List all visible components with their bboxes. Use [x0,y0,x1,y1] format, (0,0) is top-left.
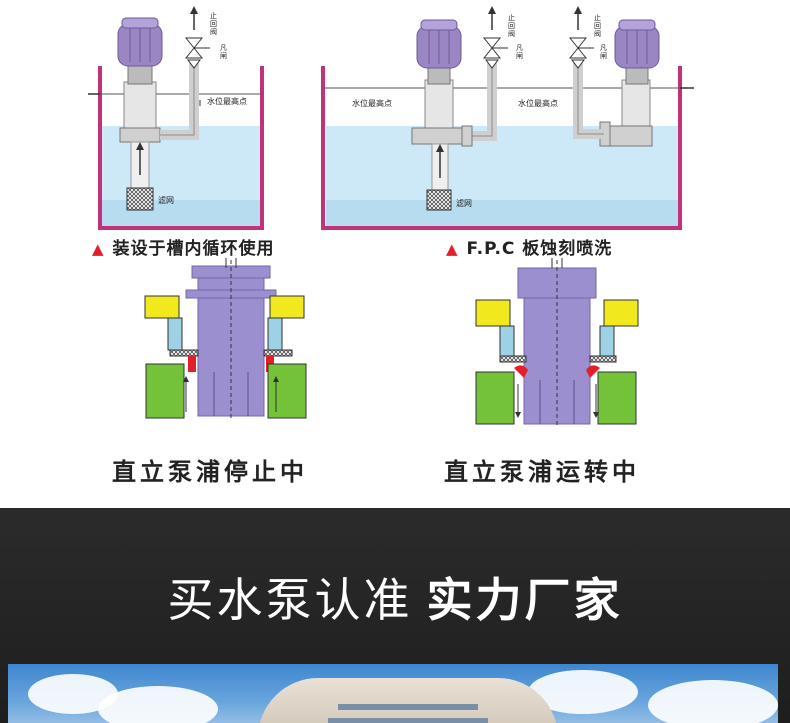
running-seal-green-right [597,371,637,425]
slogan-light: 买水泵认准 [167,573,413,627]
running-state-label: 直立泵浦运转中 [444,458,640,486]
left-tank-wall [98,66,264,230]
running-seal-yellow-right [603,299,639,327]
right-b-valve-label: 凡 闸 [600,44,609,60]
left-gate-valve-icon [187,59,201,69]
right-a-gate-valve-icon [485,59,499,69]
right-a-valve-label: 凡 闸 [516,44,525,60]
left-filter [126,187,154,211]
right-tank-diagram: 止 回 阀 凡 闸 止 回 阀 凡 闸 水位最高点 水位最高点 [321,6,694,230]
right-b-check-valve-icon [568,37,588,49]
right-water-level-label-a: 水位最高点 [352,98,392,108]
caption-marker-icon: ▲ [446,240,459,258]
left-check-valve-icon [184,37,204,49]
seal-diagram-stopped [144,258,307,420]
factory-building [258,678,558,723]
right-panel-caption: ▲F.P.C 板蚀刻喷洗 [446,239,613,259]
running-red-seal-right [586,365,600,378]
stopped-seal-green-right [267,363,307,419]
slogan-bold: 实力厂家 [426,573,623,627]
right-water-level-label-b: 水位最高点 [518,98,558,108]
stopped-seal-yellow-right [269,295,305,319]
stopped-seal-yellow-left [144,295,180,319]
left-valve-label: 凡 闸 [220,44,229,60]
right-a-check-valve-label: 止 回 阀 [508,13,517,38]
left-filter-label: 滤网 [158,195,174,205]
pump-diagram-section: 止 回 阀 凡 闸 水位最高点 滤网 [88,6,694,486]
promo-banner: 买水泵认准实力厂家 [0,508,790,723]
pump-installation-diagram: 止 回 阀 凡 闸 水位最高点 滤网 [88,6,694,426]
factory-photo [8,664,778,723]
running-seal-green-left [475,371,515,425]
left-panel-caption: ▲装设于槽内循环使用 [92,239,275,259]
stopped-red-seal-left [188,356,196,372]
running-seal-yellow-left [475,299,511,327]
right-tank-wall [321,66,682,230]
right-filter-label: 滤网 [456,198,472,208]
right-b-gate-valve-icon [571,59,585,69]
left-water-level-label: 水位最高点 [207,96,247,106]
right-filter [426,189,452,211]
running-red-seal-left [514,365,528,378]
caption-marker-icon: ▲ [92,240,105,258]
right-a-check-valve-icon [482,37,502,49]
seal-diagram-running [475,258,639,426]
left-check-valve-label: 止 回 阀 [210,11,219,36]
promo-slogan: 买水泵认准实力厂家 [0,564,790,630]
stopped-state-label: 直立泵浦停止中 [112,458,308,486]
left-tank-diagram: 止 回 阀 凡 闸 水位最高点 滤网 [88,6,264,230]
stopped-seal-green-left [145,363,185,419]
right-b-check-valve-label: 止 回 阀 [594,13,603,38]
